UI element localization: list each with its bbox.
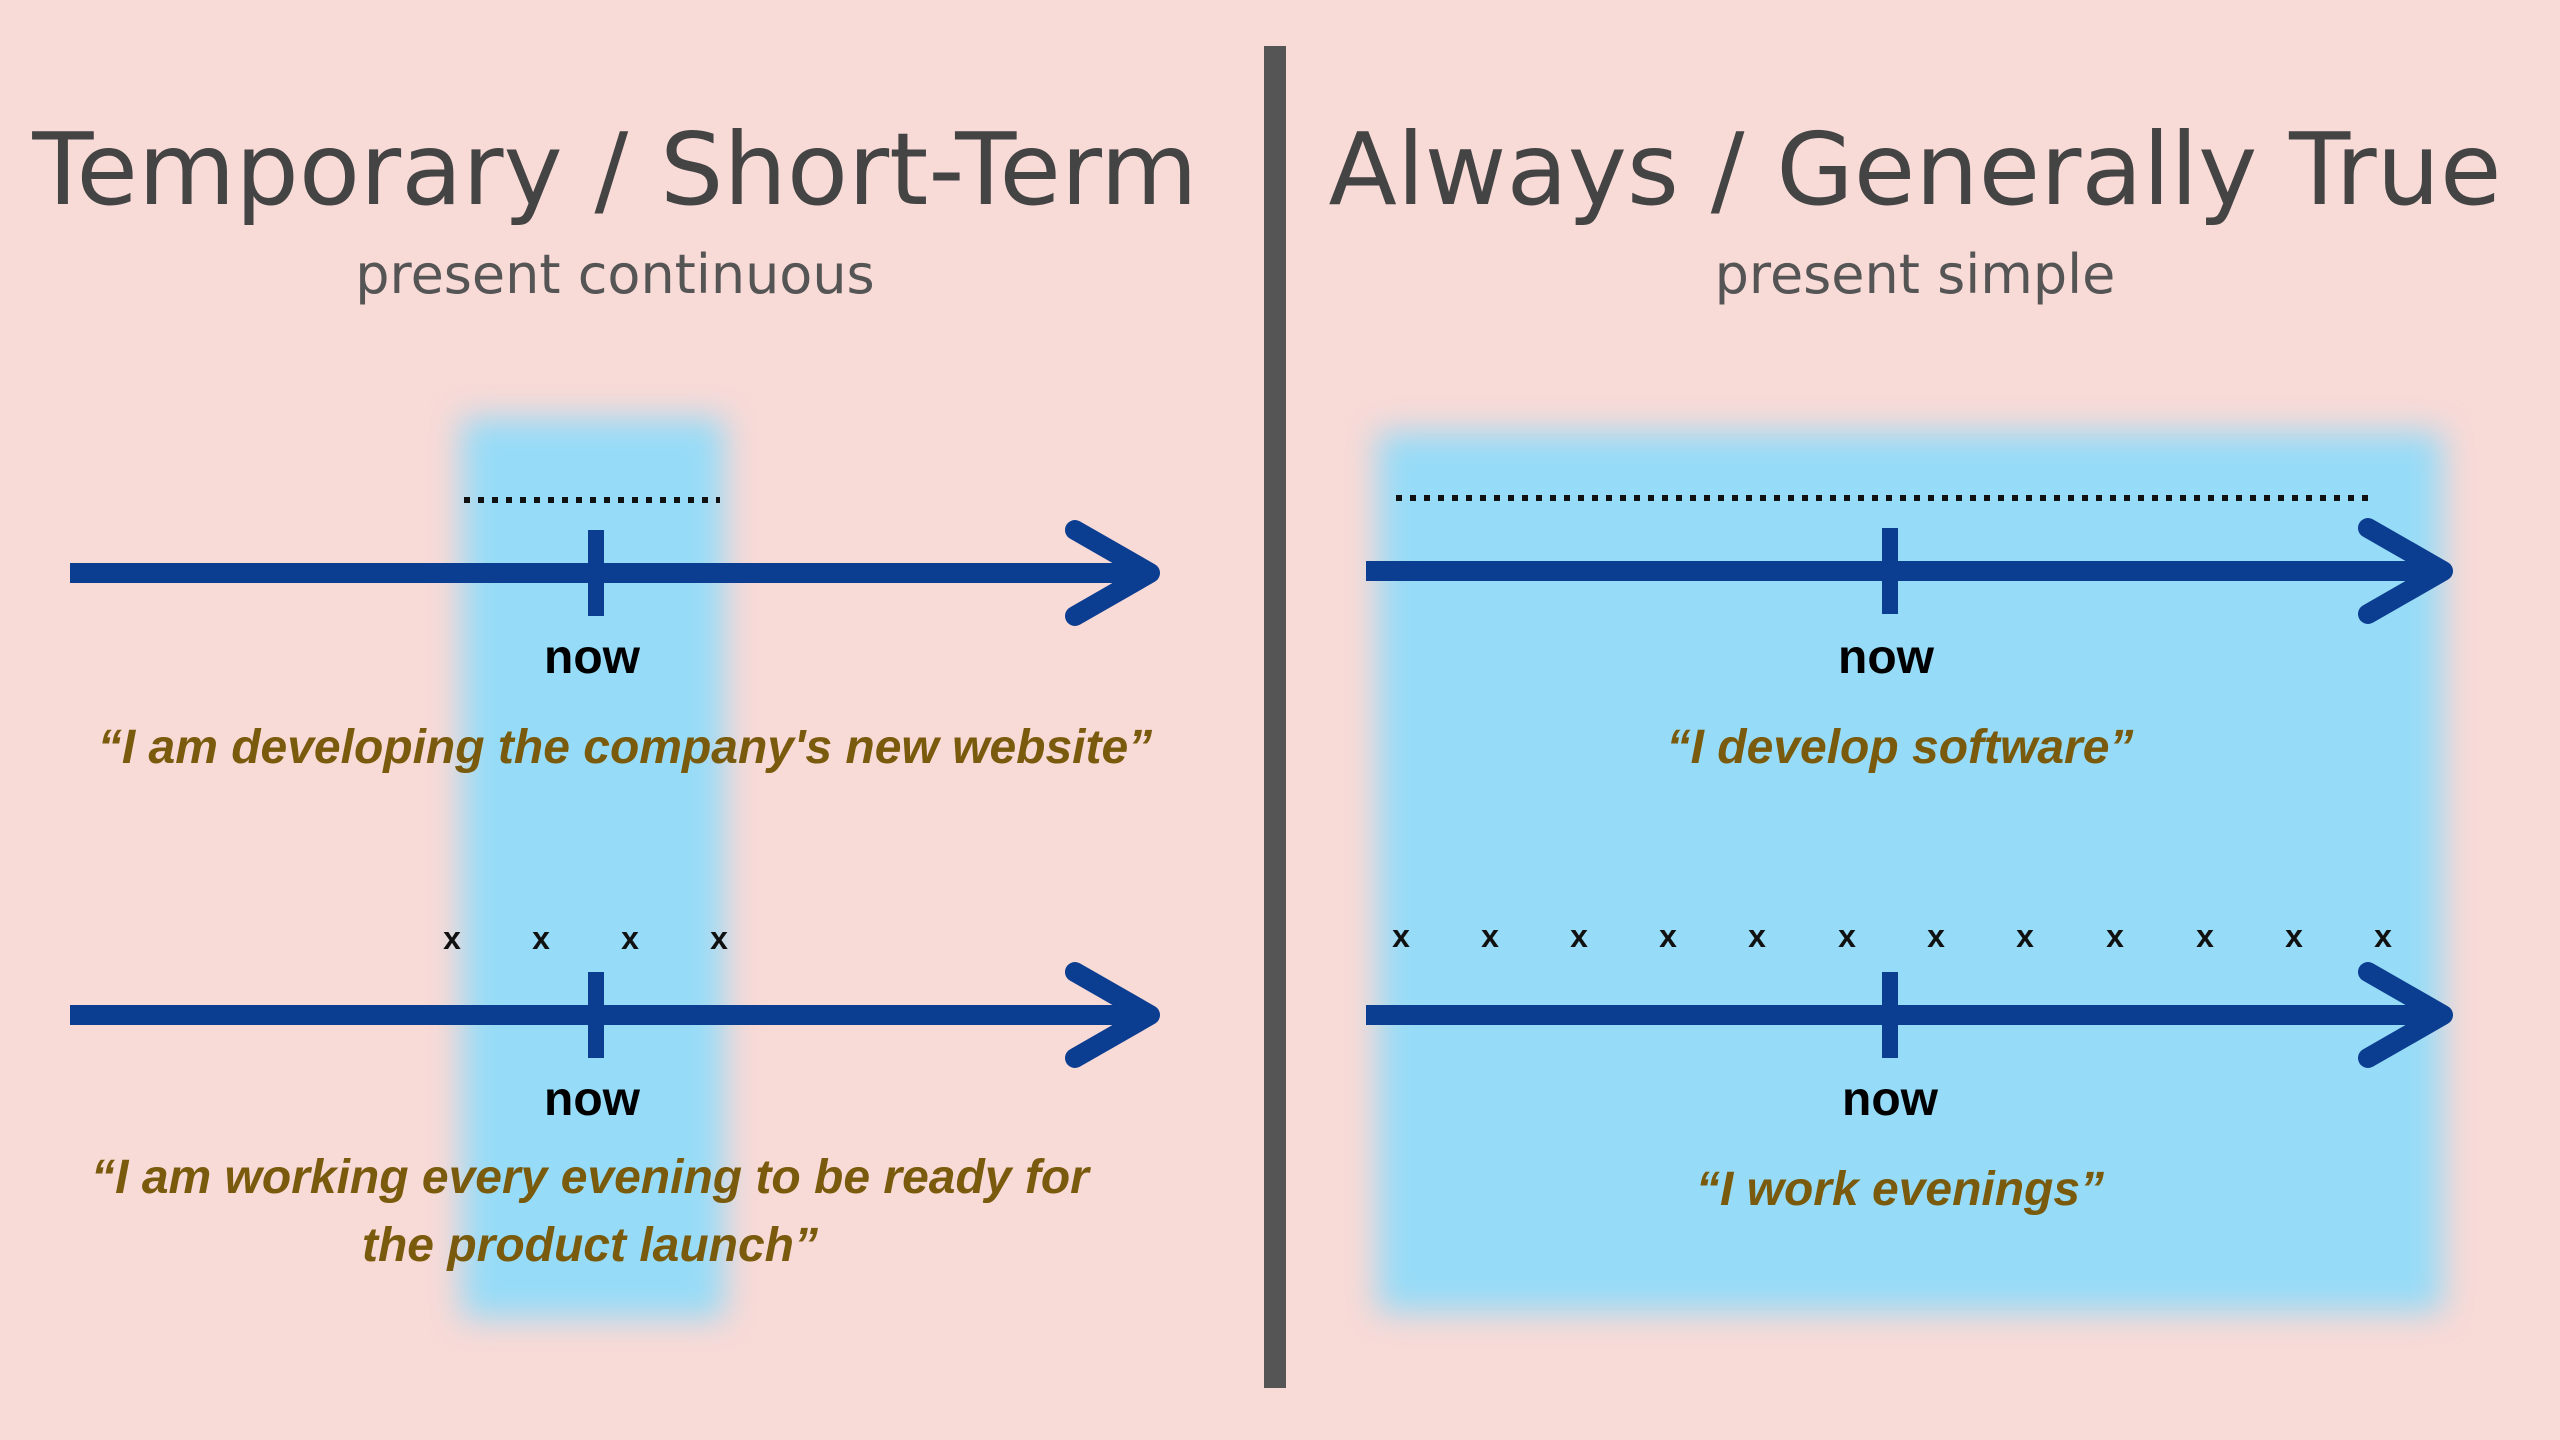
left-timeline-2 (70, 962, 1160, 1068)
left-repetition-marks: x x x x (443, 920, 728, 956)
right-timeline-2-quote: “I work evenings” (1695, 1163, 2105, 1216)
left-timeline-2-quote: “I am working every evening to be ready … (91, 1151, 1089, 1272)
right-mark: x (1838, 918, 1856, 954)
right-mark: x (2196, 918, 2214, 954)
left-mark: x (532, 920, 550, 956)
right-timeline-2-now-label: now (1842, 1073, 1938, 1126)
right-timeline-1-quote: “I develop software” (1666, 721, 2134, 774)
right-mark: x (1659, 918, 1677, 954)
right-mark: x (1392, 918, 1410, 954)
left-mark: x (621, 920, 639, 956)
column-divider (1264, 46, 1286, 1388)
right-timeline-2-arrowhead (2358, 962, 2453, 1068)
left-mark: x (443, 920, 461, 956)
right-mark: x (1748, 918, 1766, 954)
right-mark: x (1570, 918, 1588, 954)
left-title: Temporary / Short-Term (32, 111, 1198, 228)
right-timeline-2 (1366, 962, 2453, 1068)
left-timeline-1-now-label: now (544, 631, 640, 684)
right-mark: x (2106, 918, 2124, 954)
left-timeline-1 (70, 497, 1160, 626)
right-mark: x (2285, 918, 2303, 954)
right-repetition-marks: x x x x x x x x x x x x (1392, 918, 2392, 954)
right-mark: x (1481, 918, 1499, 954)
right-mark: x (1927, 918, 1945, 954)
left-subtitle: present continuous (355, 243, 875, 306)
left-timeline-2-now-label: now (544, 1073, 640, 1126)
right-mark: x (2374, 918, 2392, 954)
right-timeline-1 (1366, 495, 2453, 624)
left-timeline-2-arrowhead (1065, 962, 1160, 1068)
left-timeline-1-arrowhead (1065, 520, 1160, 626)
right-title: Always / Generally True (1328, 111, 2502, 228)
left-mark: x (710, 920, 728, 956)
left-timeline-1-quote: “I am developing the company's new websi… (97, 721, 1153, 774)
right-timeline-1-arrowhead (2358, 518, 2453, 624)
right-timeline-1-now-label: now (1838, 631, 1934, 684)
right-mark: x (2016, 918, 2034, 954)
right-subtitle: present simple (1714, 243, 2116, 306)
